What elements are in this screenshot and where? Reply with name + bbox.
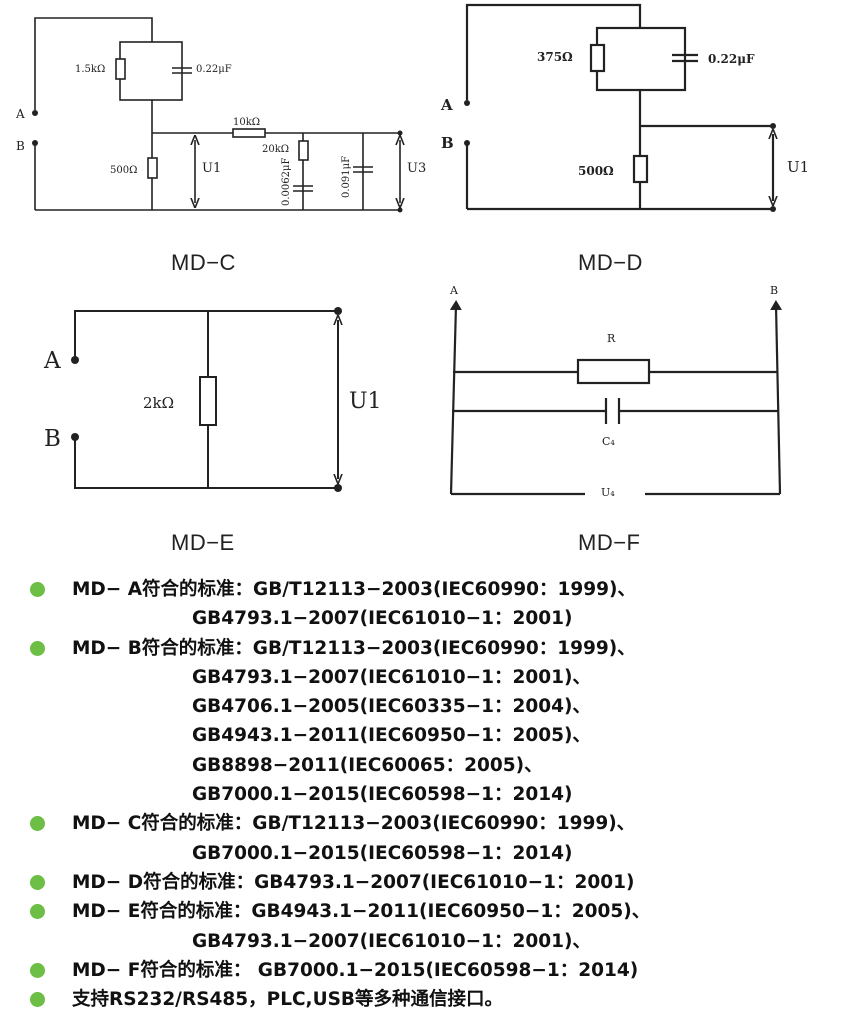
standard-text: MD− D符合的标准：GB4793.1−2007(IEC61010−1：2001… xyxy=(72,871,635,893)
standard-text: GB7000.1−2015(IEC60598−1：2014) xyxy=(192,784,573,806)
bullet-icon xyxy=(30,904,45,920)
list-item: MD− C符合的标准：GB/T12113−2003(IEC60990：1999)… xyxy=(30,809,840,868)
standard-text: GB4793.1−2007(IEC61010−1：2001)、 xyxy=(192,666,591,688)
bullet-icon xyxy=(30,582,45,597)
standard-text: GB4793.1−2007(IEC61010−1：2001)、 xyxy=(192,930,591,952)
standards-list: MD− A符合的标准：GB/T12113−2003(IEC60990：1999)… xyxy=(30,575,840,1014)
md-c-terminal-b: B xyxy=(16,139,25,153)
resistor-r xyxy=(576,358,651,385)
md-c-c3-label: 0.091μF xyxy=(341,156,352,198)
standard-text: MD− C符合的标准：GB/T12113−2003(IEC60990：1999)… xyxy=(72,813,636,835)
diagram-md-c xyxy=(34,17,400,211)
resistor-500 xyxy=(632,154,649,184)
md-f-terminal-a: A xyxy=(449,284,459,297)
standard-text: GB8898−2011(IEC60065：2005)、 xyxy=(192,754,543,776)
wire xyxy=(34,17,153,110)
bullet-icon xyxy=(30,816,45,832)
resistor-1.5k xyxy=(115,58,126,80)
resistor-20k xyxy=(298,140,309,161)
bullet-icon xyxy=(30,874,45,890)
resistor-500 xyxy=(147,157,158,179)
md-e-terminal-a: A xyxy=(43,348,61,374)
md-f-r-label: R xyxy=(607,332,616,345)
md-d-terminal-b: B xyxy=(441,134,454,152)
diagram-md-e xyxy=(74,310,338,489)
standard-text: GB4943.1−2011(IEC60950−1：2005)、 xyxy=(192,725,591,747)
list-item: MD− E符合的标准：GB4943.1−2011(IEC60950−1：2005… xyxy=(30,897,840,956)
list-item: MD− A符合的标准：GB/T12113−2003(IEC60990：1999)… xyxy=(30,575,840,634)
md-c-r2-label: 10kΩ xyxy=(233,117,260,128)
md-d-r1-label: 375Ω xyxy=(537,50,573,64)
rc-block xyxy=(119,41,183,101)
caption-md-e: MD−E xyxy=(171,530,235,555)
md-f-u-label: U₄ xyxy=(601,486,615,499)
standard-text: MD− B符合的标准：GB/T12113−2003(IEC60990：1999)… xyxy=(72,637,636,659)
resistor-2k xyxy=(199,376,217,426)
md-c-u3-label: U3 xyxy=(407,161,426,176)
md-c-r1-label: 1.5kΩ xyxy=(75,64,105,75)
md-c-u1-label: U1 xyxy=(202,161,221,176)
md-e-r1-label: 2kΩ xyxy=(143,394,174,412)
caption-md-c: MD−C xyxy=(171,250,236,275)
md-f-c-label: C₄ xyxy=(602,435,615,448)
caption-md-f: MD−F xyxy=(578,530,641,555)
standard-text: 支持RS232/RS485，PLC,USB等多种通信接口。 xyxy=(72,989,504,1011)
caption-md-d: MD−D xyxy=(578,250,643,275)
standard-text: GB7000.1−2015(IEC60598−1：2014) xyxy=(192,842,573,864)
md-d-terminal-a: A xyxy=(440,96,453,114)
bullet-icon xyxy=(30,640,45,656)
diagram-md-f xyxy=(449,300,783,496)
rc-block xyxy=(595,26,687,92)
resistor-10k xyxy=(232,128,266,138)
diagram-md-d xyxy=(465,3,773,211)
md-e-terminal-b: B xyxy=(44,426,61,452)
md-c-c1-label: 0.22μF xyxy=(196,64,232,75)
terminal-b-dot xyxy=(32,140,38,146)
md-c-c2-label: 0.0062μF xyxy=(281,158,292,206)
md-c-terminal-a: A xyxy=(15,107,25,121)
md-d-c1-label: 0.22μF xyxy=(708,52,755,66)
standard-text: MD− A符合的标准：GB/T12113−2003(IEC60990：1999)… xyxy=(72,579,636,600)
bullet-icon xyxy=(30,962,45,978)
standard-text: GB4793.1−2007(IEC61010−1：2001) xyxy=(192,608,573,630)
resistor-375 xyxy=(589,43,606,73)
list-item: MD− F符合的标准： GB7000.1−2015(IEC60598−1：201… xyxy=(30,956,840,985)
standard-text: MD− F符合的标准： GB7000.1−2015(IEC60598−1：201… xyxy=(72,959,639,981)
terminal-a-dot xyxy=(32,110,38,116)
list-item: MD− D符合的标准：GB4793.1−2007(IEC61010−1：2001… xyxy=(30,868,840,897)
list-item: MD− B符合的标准：GB/T12113−2003(IEC60990：1999)… xyxy=(30,634,840,810)
standard-text: MD− E符合的标准：GB4943.1−2011(IEC60950−1：2005… xyxy=(72,901,651,923)
md-e-u1-label: U1 xyxy=(349,389,382,414)
md-d-r2-label: 500Ω xyxy=(578,164,614,178)
md-c-r3-label: 20kΩ xyxy=(262,144,289,155)
md-f-terminal-b: B xyxy=(770,284,778,297)
standard-text: GB4706.1−2005(IEC60335−1：2004)、 xyxy=(192,696,591,718)
bullet-icon xyxy=(30,992,45,1008)
md-d-u1-label: U1 xyxy=(787,158,809,176)
md-c-r4-label: 500Ω xyxy=(110,165,137,176)
list-item: 支持RS232/RS485，PLC,USB等多种通信接口。 xyxy=(30,985,840,1014)
